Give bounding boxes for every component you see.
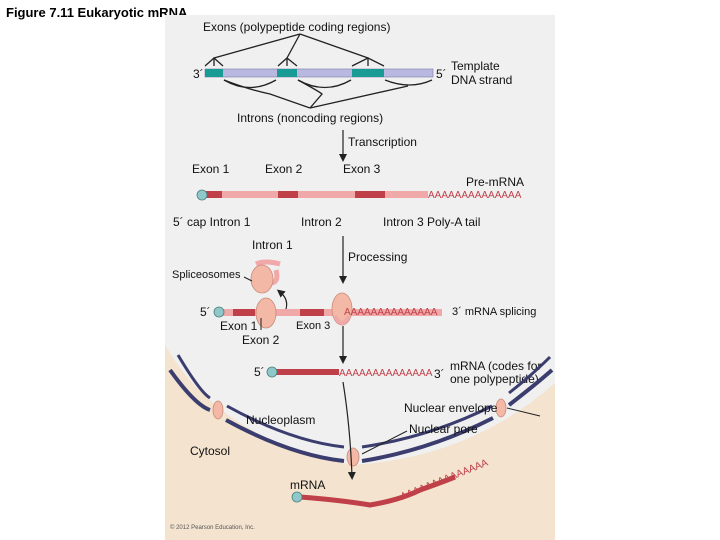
template-label-line1: Template	[451, 59, 500, 73]
cytosol-label: Cytosol	[190, 444, 230, 458]
splice-exon-1	[233, 309, 255, 316]
splice-5cap	[213, 306, 225, 318]
cytosol-mrna	[291, 474, 456, 508]
intron3-polyA-label: Intron 3 Poly-A tail	[383, 215, 480, 229]
exon-callout-lines	[204, 33, 385, 67]
spliceosome-top	[250, 264, 274, 294]
dna-exon-3	[352, 69, 384, 77]
pre-mrna-exon-2	[278, 191, 298, 198]
central-nuclear-pore	[346, 447, 360, 467]
mrna-3prime: 3´	[434, 367, 445, 381]
nuclear-envelope-pointer	[506, 407, 541, 417]
spliceosome-pointer	[243, 276, 253, 282]
mrna-splicing-label: 3´ mRNA splicing	[452, 306, 536, 318]
mrna-codes-line2: one polypeptide)	[450, 372, 539, 386]
spliceosome-left	[255, 297, 277, 329]
pre-mrna-exon-1	[206, 191, 222, 198]
splice-exon1-label: Exon 1	[220, 319, 258, 333]
cytosol-mrna-label: mRNA	[290, 478, 325, 492]
splice-exon3-label: Exon 3	[296, 320, 330, 332]
cap-intron1-label: 5´ cap Intron 1	[173, 215, 251, 229]
intron2-label: Intron 2	[301, 215, 342, 229]
pre-mrna-label: Pre-mRNA	[466, 175, 524, 189]
copyright-notice: © 2012 Pearson Education, Inc.	[170, 524, 255, 531]
introns-label: Introns (noncoding regions)	[237, 111, 383, 125]
pre-mrna-polyA-tail: AAAAAAAAAAAAAA	[428, 190, 522, 201]
mrna-codes-line1: mRNA (codes for	[450, 359, 541, 373]
dna-5prime-label: 5´	[436, 67, 447, 81]
exon3-label: Exon 3	[343, 162, 381, 176]
mrna-5prime: 5´	[254, 365, 265, 379]
spliceosomes-label: Spliceosomes	[172, 269, 241, 281]
dna-exon-1	[205, 69, 223, 77]
splice-exon-3	[300, 309, 324, 316]
transcription-label: Transcription	[348, 135, 417, 149]
excised-intron1-label: Intron 1	[252, 238, 293, 252]
excised-intron-lariat	[250, 259, 281, 294]
nuclear-pore-label: Nuclear pore	[409, 422, 478, 436]
splicing-5prime: 5´	[200, 305, 211, 319]
dna-exon-2	[277, 69, 297, 77]
exons-heading: Exons (polypeptide coding regions)	[203, 20, 390, 34]
exon1-label: Exon 1	[192, 162, 230, 176]
cytosol-region	[165, 345, 555, 540]
template-label-line2: DNA strand	[451, 73, 512, 87]
nucleoplasm-label: Nucleoplasm	[246, 413, 315, 427]
cytosol-mrna-5cap	[291, 491, 303, 503]
mature-mrna-polyA-tail: AAAAAAAAAAAAAA	[339, 368, 433, 379]
dna-3prime-label: 3´	[193, 67, 204, 81]
pre-mrna-5cap	[196, 189, 208, 201]
nuclear-envelope-label: Nuclear envelope	[404, 401, 498, 415]
export-arrow	[342, 381, 356, 480]
nuclear-envelope	[168, 354, 554, 463]
nuclear-pore-complexes	[212, 398, 507, 467]
intron-callout-lines	[223, 79, 433, 109]
dna-template-strand	[204, 68, 434, 78]
splicing-polyA-tail: AAAAAAAAAAAAAA	[344, 307, 438, 318]
nuclear-pore-pointer	[361, 430, 408, 455]
mature-mrna-strand	[266, 366, 339, 378]
pre-mrna-strand	[196, 189, 428, 201]
processing-label: Processing	[348, 250, 407, 264]
mature-mrna-5cap	[266, 366, 278, 378]
figure-title: Figure 7.11 Eukaryotic mRNA	[6, 5, 188, 20]
exon2-label: Exon 2	[265, 162, 303, 176]
splice-exon2-label: Exon 2	[242, 333, 280, 347]
pre-mrna-exon-3	[355, 191, 385, 198]
